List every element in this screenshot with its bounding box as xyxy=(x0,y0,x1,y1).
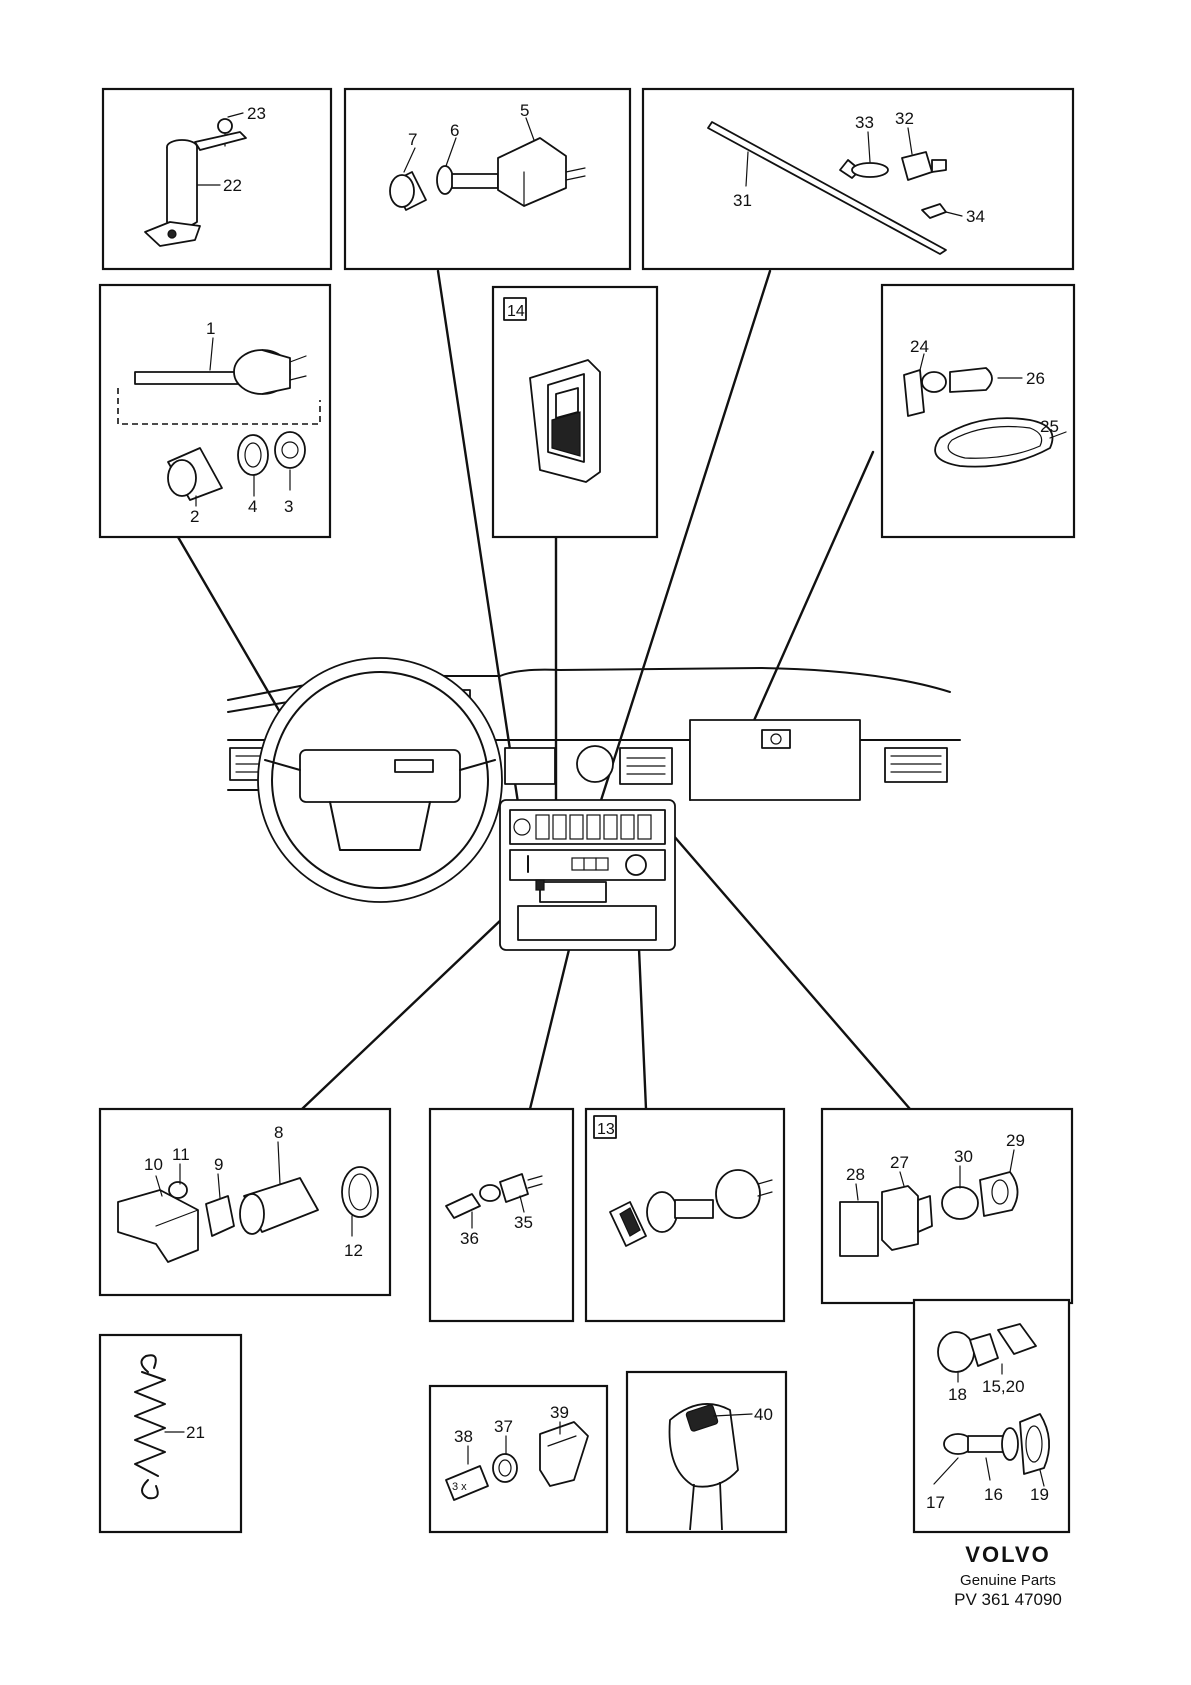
box-label-13: 13 xyxy=(597,1121,615,1138)
callout-39: 39 xyxy=(550,1403,569,1422)
callout-3: 3 xyxy=(284,497,293,516)
dashboard xyxy=(227,657,961,951)
panel-31-34: 31 33 32 34 xyxy=(641,87,1075,271)
callout-38: 38 xyxy=(454,1427,473,1446)
bulb-marking: 3 x xyxy=(452,1481,467,1493)
callout-8: 8 xyxy=(274,1123,283,1142)
callout-36: 36 xyxy=(460,1229,479,1248)
panel-35-36: 36 35 xyxy=(428,1107,575,1323)
callout-10: 10 xyxy=(144,1155,163,1174)
callout-1: 1 xyxy=(206,319,215,338)
panel-37-39: 3 x 38 37 39 xyxy=(428,1384,609,1534)
callout-18: 18 xyxy=(948,1385,967,1404)
callout-29: 29 xyxy=(1006,1131,1025,1150)
panel-8-12: 10 11 9 8 12 xyxy=(98,1107,392,1297)
callout-2: 2 xyxy=(190,507,199,526)
callout-7: 7 xyxy=(408,130,417,149)
brand-logo: VOLVO xyxy=(965,1542,1050,1567)
callout-15-20: 15,20 xyxy=(982,1377,1025,1396)
callout-9: 9 xyxy=(214,1155,223,1174)
callout-40: 40 xyxy=(754,1405,773,1424)
callout-12: 12 xyxy=(344,1241,363,1260)
callout-4: 4 xyxy=(248,497,257,516)
callout-16: 16 xyxy=(984,1485,1003,1504)
panel-1-4: 1 2 4 3 xyxy=(98,283,332,539)
callout-19: 19 xyxy=(1030,1485,1049,1504)
footer: VOLVO Genuine Parts PV 361 47090 xyxy=(954,1542,1062,1609)
callout-25: 25 xyxy=(1040,417,1059,436)
panel-5-6-7: 7 6 5 xyxy=(343,87,632,271)
callout-6: 6 xyxy=(450,121,459,140)
panel-21: 21 xyxy=(98,1333,243,1534)
callout-27: 27 xyxy=(890,1153,909,1172)
callout-17: 17 xyxy=(926,1493,945,1512)
callout-24: 24 xyxy=(910,337,929,356)
console-switch-row xyxy=(535,814,652,840)
panel-15-20: 18 15,20 17 16 19 xyxy=(912,1298,1071,1534)
panel-22-23: 23 22 xyxy=(101,87,333,271)
panel-14: 14 xyxy=(491,285,659,539)
panel-27-30: 28 27 30 29 xyxy=(820,1107,1074,1305)
callout-26: 26 xyxy=(1026,369,1045,388)
callout-23: 23 xyxy=(247,104,266,123)
callout-22: 22 xyxy=(223,176,242,195)
footer-part-number: PV 361 47090 xyxy=(954,1590,1062,1609)
callout-33: 33 xyxy=(855,113,874,132)
callout-32: 32 xyxy=(895,109,914,128)
callout-11: 11 xyxy=(172,1145,190,1164)
callout-34: 34 xyxy=(966,207,985,226)
panel-13: 13 xyxy=(584,1107,786,1323)
footer-genuine-parts: Genuine Parts xyxy=(960,1572,1056,1589)
callout-31: 31 xyxy=(733,191,752,210)
leader-lines xyxy=(176,269,912,1111)
panel-40: 40 xyxy=(625,1370,788,1534)
callout-30: 30 xyxy=(954,1147,973,1166)
box-label-14: 14 xyxy=(507,303,525,320)
callout-21: 21 xyxy=(186,1423,205,1442)
callout-37: 37 xyxy=(494,1417,513,1436)
callout-28: 28 xyxy=(846,1165,865,1184)
callout-5: 5 xyxy=(520,101,529,120)
panel-24-26: 24 26 25 xyxy=(880,283,1076,539)
callout-35: 35 xyxy=(514,1213,533,1232)
